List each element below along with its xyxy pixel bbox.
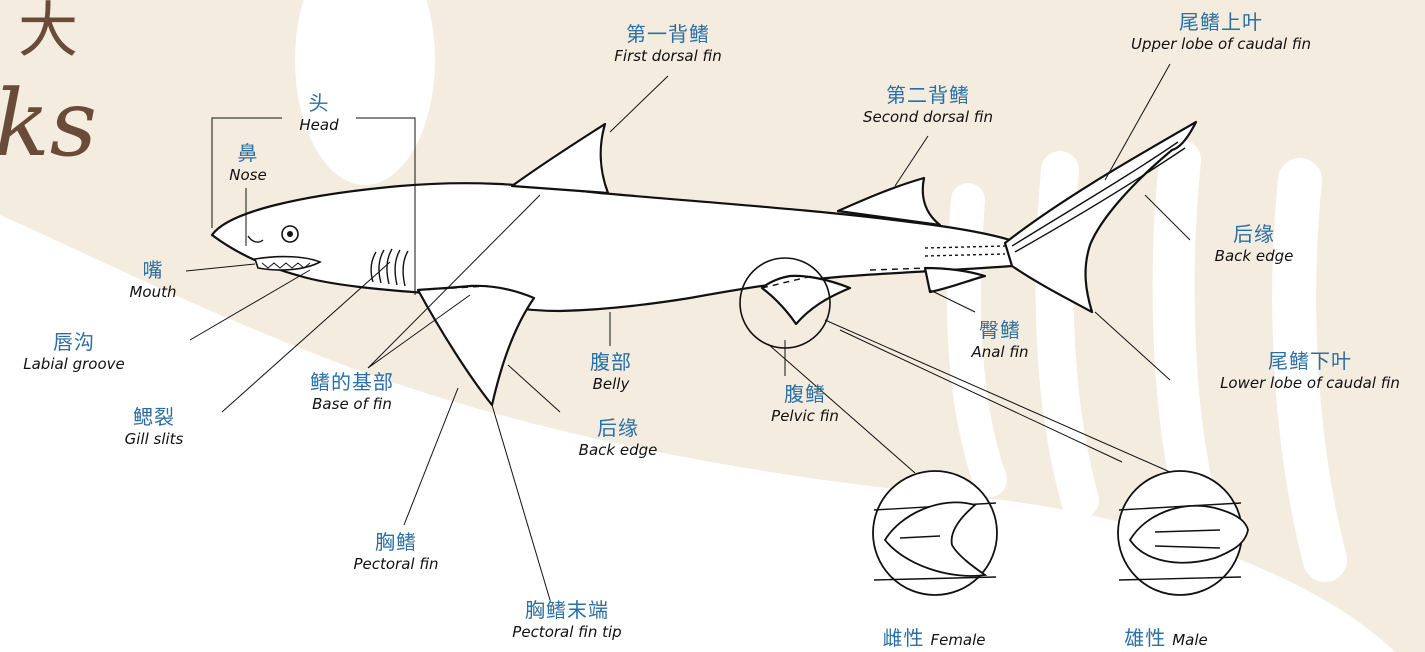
label-mouth-zh: 嘴 (142, 258, 164, 282)
label-upper-lobe-zh: 尾鳍上叶 (1178, 10, 1263, 34)
label-base-of-fin-zh: 鳍的基部 (310, 370, 394, 394)
label-second-dorsal-fin: 第二背鳍 Second dorsal fin (863, 85, 993, 125)
label-labial-groove-en: Labial groove (23, 355, 125, 373)
label-pectoral-fin-tip-zh: 胸鳍末端 (524, 598, 609, 622)
label-pectoral-fin-tip: 胸鳍末端 Pectoral fin tip (512, 600, 621, 640)
label-first-dorsal-fin-en: First dorsal fin (614, 47, 722, 65)
label-pectoral-fin-zh: 胸鳍 (374, 530, 417, 554)
label-lower-lobe-zh: 尾鳍下叶 (1267, 349, 1352, 373)
label-female-en: Female (930, 631, 986, 649)
pectoral-fin (416, 284, 536, 407)
label-second-dorsal-fin-en: Second dorsal fin (863, 108, 993, 126)
label-pelvic-fin: 腹鳍 Pelvic fin (771, 384, 839, 424)
label-head-en: Head (299, 116, 339, 134)
label-mouth: 嘴 Mouth (129, 260, 176, 300)
label-belly-zh: 腹部 (590, 350, 632, 374)
label-back-edge-pectoral-en: Back edge (578, 441, 658, 459)
label-mouth-en: Mouth (129, 283, 177, 301)
label-pectoral-fin-en: Pectoral fin (353, 555, 439, 573)
label-first-dorsal-fin: 第一背鳍 First dorsal fin (614, 24, 721, 64)
label-back-edge-pectoral-zh: 后缘 (597, 416, 639, 440)
label-upper-lobe-en: Upper lobe of caudal fin (1130, 35, 1312, 53)
label-male-en: Male (1172, 631, 1208, 649)
title-fragment-top: 大 (18, 0, 78, 66)
label-lower-lobe-en: Lower lobe of caudal fin (1220, 374, 1400, 392)
label-pectoral-fin: 胸鳍 Pectoral fin (353, 532, 438, 572)
label-male: 雄性 Male (1124, 628, 1208, 648)
nostril (247, 235, 264, 243)
label-pectoral-fin-tip-en: Pectoral fin tip (512, 623, 622, 641)
label-female-zh: 雌性 (882, 626, 925, 650)
label-nose: 鼻 Nose (229, 143, 266, 183)
anal-fin (923, 266, 987, 294)
label-head-zh: 头 (308, 91, 330, 115)
label-anal-fin-en: Anal fin (971, 343, 1029, 361)
label-labial-groove-zh: 唇沟 (52, 330, 95, 354)
label-pelvic-fin-en: Pelvic fin (771, 407, 839, 425)
label-second-dorsal-fin-zh: 第二背鳍 (885, 83, 970, 107)
label-labial-groove: 唇沟 Labial groove (23, 332, 125, 372)
eye (281, 225, 299, 243)
label-gill-slits-zh: 鳃裂 (133, 405, 175, 429)
label-base-of-fin: 鳍的基部 Base of fin (310, 372, 394, 412)
white-blob (295, 0, 435, 185)
first-dorsal-fin (510, 122, 610, 195)
label-belly-en: Belly (592, 375, 630, 393)
label-female: 雌性 Female (882, 628, 985, 648)
label-gill-slits: 鳃裂 Gill slits (125, 407, 184, 447)
second-dorsal-fin (836, 176, 942, 227)
label-pelvic-fin-zh: 腹鳍 (783, 382, 826, 406)
label-upper-lobe: 尾鳍上叶 Upper lobe of caudal fin (1131, 12, 1311, 52)
female-inset (872, 470, 998, 596)
label-anal-fin-zh: 臀鳍 (979, 318, 1021, 342)
label-gill-slits-en: Gill slits (124, 430, 184, 448)
caudal-fin (1003, 120, 1198, 314)
label-male-zh: 雄性 (1124, 626, 1167, 650)
label-back-edge-tail-en: Back edge (1214, 247, 1294, 265)
label-lower-lobe: 尾鳍下叶 Lower lobe of caudal fin (1220, 351, 1400, 391)
title-fragment-bottom: ks (0, 70, 97, 177)
label-back-edge-tail-zh: 后缘 (1233, 222, 1275, 246)
label-back-edge-tail: 后缘 Back edge (1215, 224, 1294, 264)
label-base-of-fin-en: Base of fin (312, 395, 392, 413)
teeth (261, 262, 311, 269)
label-nose-en: Nose (229, 166, 267, 184)
male-inset (1117, 470, 1249, 596)
mouth-shape (253, 255, 322, 271)
label-head: 头 Head (299, 93, 338, 133)
label-nose-zh: 鼻 (237, 141, 259, 165)
label-anal-fin: 臀鳍 Anal fin (971, 320, 1028, 360)
label-belly: 腹部 Belly (590, 352, 632, 392)
label-first-dorsal-fin-zh: 第一背鳍 (626, 22, 710, 46)
label-back-edge-pectoral: 后缘 Back edge (579, 418, 658, 458)
